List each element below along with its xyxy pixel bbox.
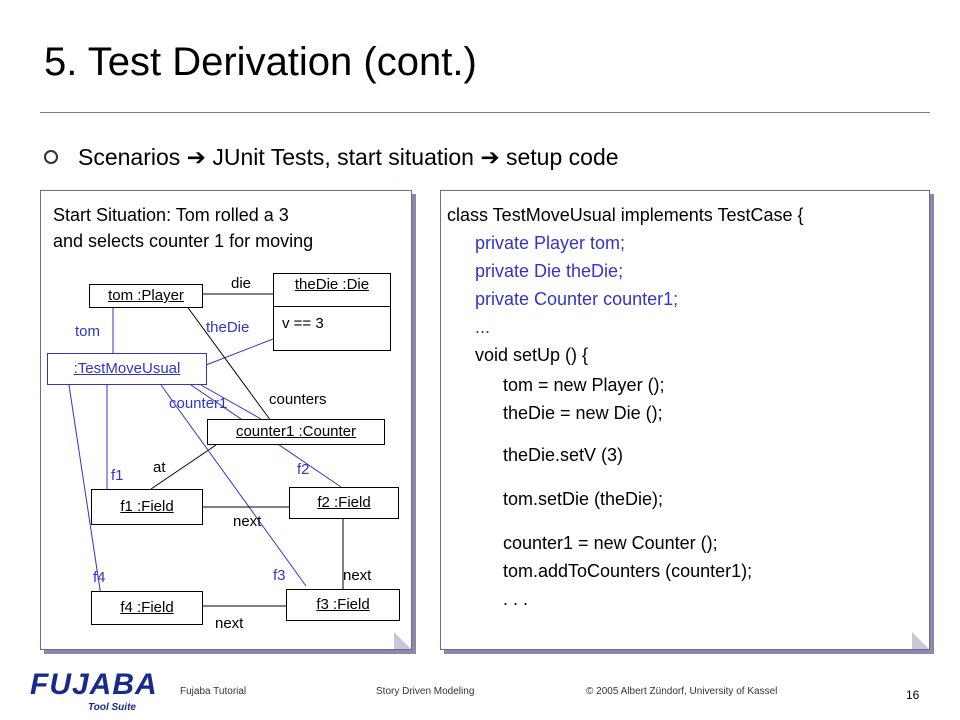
object-tom: tom :Player [89, 284, 203, 308]
fujaba-logo: FUJABA Tool Suite [30, 668, 158, 713]
page-number: 16 [906, 688, 920, 702]
label-at: at [153, 459, 166, 476]
note-fold-corner [394, 632, 411, 649]
footer-left: Fujaba Tutorial [180, 686, 247, 697]
thedie-attribute: v == 3 [274, 306, 390, 341]
label-next-f3-f4: next [215, 615, 244, 632]
code-line: . . . [503, 589, 529, 609]
object-f1: f1 :Field [91, 489, 203, 525]
object-f2: f2 :Field [289, 487, 399, 519]
code-line: tom.addToCounters (counter1); [503, 561, 753, 581]
footer-center: Story Driven Modeling [376, 686, 475, 697]
label-f4: f4 [93, 569, 106, 586]
link-f4 [68, 384, 102, 597]
label-thedie: theDie [206, 319, 250, 336]
slide-title: 5. Test Derivation (cont.) [44, 40, 477, 84]
diagram-caption-line2: and selects counter 1 for moving [53, 231, 314, 251]
label-tom: tom [75, 323, 101, 340]
code-line: counter1 = new Counter (); [503, 533, 718, 553]
link-at [150, 444, 217, 490]
code-line: void setUp () { [475, 345, 589, 365]
title-divider [40, 112, 930, 113]
label-f3: f3 [273, 567, 286, 584]
object-counter1: counter1 :Counter [207, 419, 385, 445]
footer-right: © 2005 Albert Zündorf, University of Kas… [586, 686, 778, 697]
code-line: tom.setDie (theDie); [503, 489, 664, 509]
code-line: class TestMoveUsual implements TestCase … [447, 205, 804, 225]
label-next-f2-f3: next [343, 567, 372, 584]
link-f3 [160, 384, 307, 587]
setup-code-note: class TestMoveUsual implements TestCase … [440, 190, 930, 650]
label-next-f1-f2: next [233, 513, 262, 530]
bullet-circle-icon [44, 150, 58, 164]
label-f2: f2 [297, 461, 310, 478]
code-line: ... [475, 317, 491, 337]
code-line: theDie = new Die (); [503, 403, 663, 423]
label-counters: counters [269, 391, 327, 408]
code-line: tom = new Player (); [503, 375, 665, 395]
diagram-links [68, 293, 344, 607]
diagram-caption-line1: Start Situation: Tom rolled a 3 [53, 205, 289, 225]
note-fold-corner [912, 632, 929, 649]
object-f3: f3 :Field [286, 589, 400, 621]
code-line: private Die theDie; [475, 261, 624, 281]
link-counters [185, 304, 272, 422]
label-die: die [231, 275, 252, 292]
code-line: private Player tom; [475, 233, 626, 253]
logo-main-text: FUJABA [30, 668, 158, 701]
link-counter1 [200, 384, 262, 420]
object-f4: f4 :Field [91, 591, 203, 625]
label-counter1: counter1 [169, 395, 228, 412]
code-line: theDie.setV (3) [503, 445, 624, 465]
object-thedie: theDie :Die v == 3 [273, 273, 391, 351]
bullet-text: Scenarios ➔ JUnit Tests, start situation… [78, 144, 619, 170]
logo-sub-text: Tool Suite [88, 702, 136, 713]
label-f1: f1 [111, 467, 124, 484]
link-thedie [205, 338, 274, 366]
code-line: private Counter counter1; [475, 289, 679, 309]
object-diagram-note: Start Situation: Tom rolled a 3 and sele… [40, 190, 412, 650]
object-testmoveusual: :TestMoveUsual [47, 353, 207, 385]
